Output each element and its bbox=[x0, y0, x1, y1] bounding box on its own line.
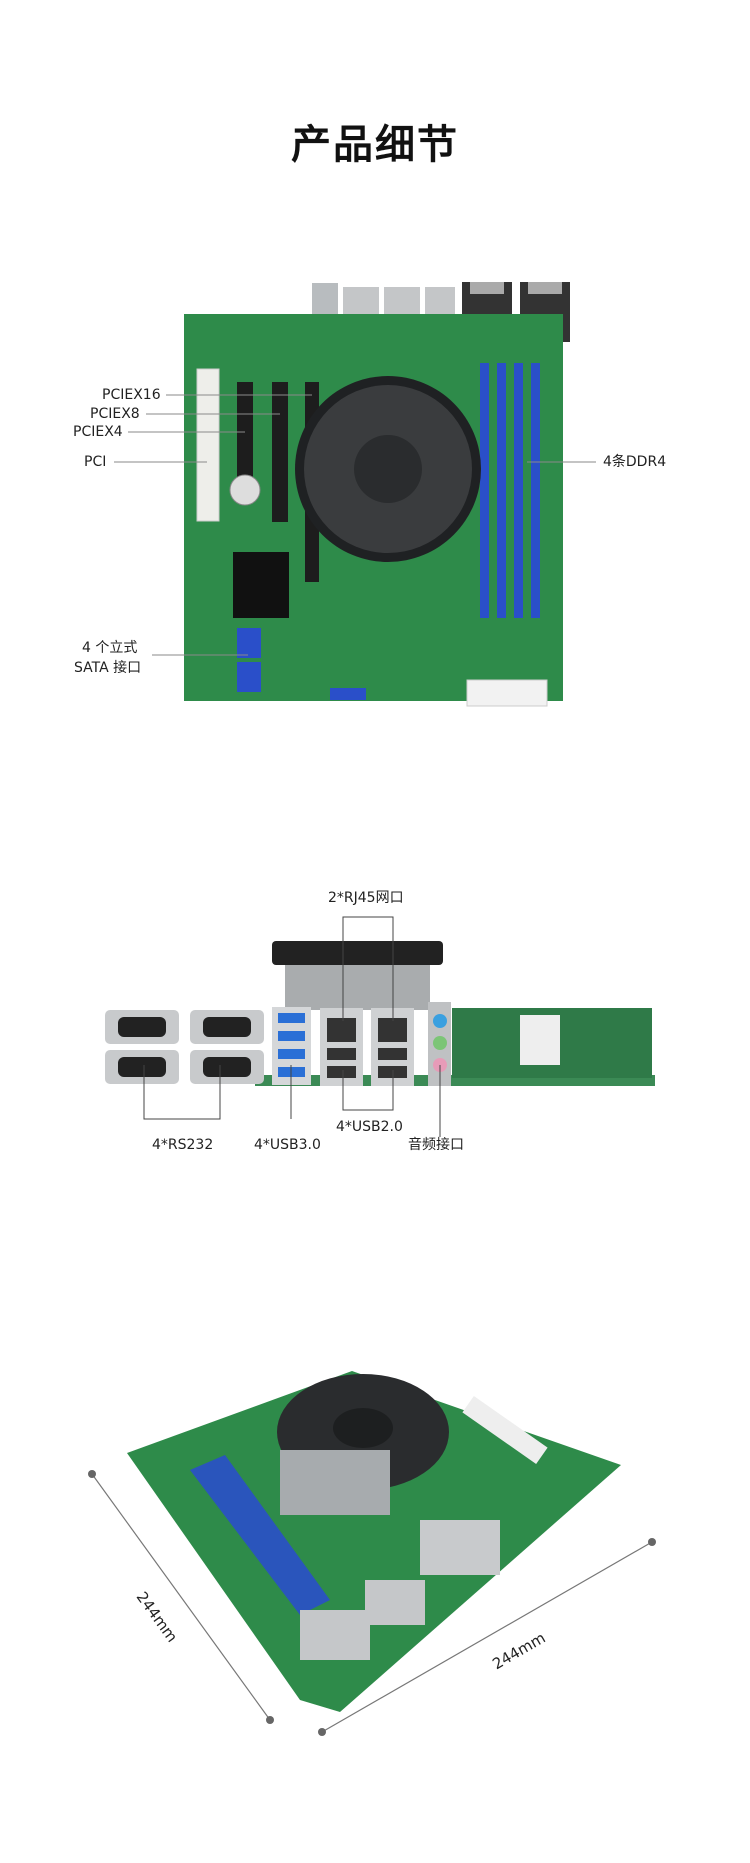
page-title: 产品细节 bbox=[291, 122, 459, 168]
label-ddr4: 4条DDR4 bbox=[603, 454, 667, 470]
label-rs232: 4*RS232 bbox=[152, 1137, 214, 1153]
audio-connector bbox=[312, 283, 338, 319]
dimension-view-board bbox=[88, 1371, 656, 1736]
top-view-board bbox=[114, 282, 596, 707]
label-audio: 音频接口 bbox=[408, 1137, 464, 1153]
label-usb3: 4*USB3.0 bbox=[254, 1137, 321, 1153]
label-usb2: 4*USB2.0 bbox=[336, 1119, 403, 1135]
label-pciex16: PCIEX16 bbox=[102, 387, 161, 403]
label-pci: PCI bbox=[84, 454, 107, 470]
label-sata-line1: 4 个立式 bbox=[82, 640, 138, 656]
label-rj45: 2*RJ45网口 bbox=[328, 890, 404, 906]
label-pciex4: PCIEX4 bbox=[73, 424, 123, 440]
label-sata-line2: SATA 接口 bbox=[74, 660, 142, 676]
label-pciex8: PCIEX8 bbox=[90, 406, 140, 422]
io-view-board bbox=[105, 916, 655, 1137]
